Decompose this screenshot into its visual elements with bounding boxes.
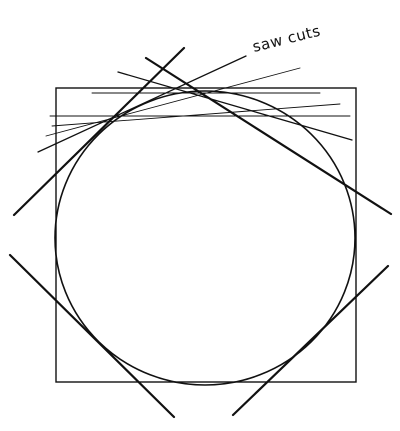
saw-cut-line <box>231 264 390 417</box>
saw-cut-line <box>8 253 176 419</box>
saw-cuts-label: saw cuts <box>251 22 323 56</box>
saw-cut-line <box>37 55 247 153</box>
square-outline <box>55 87 357 383</box>
saw-cut-line <box>144 56 393 216</box>
saw-cut-line <box>117 71 353 141</box>
saw-cut-line <box>45 67 301 137</box>
inscribed-circle <box>54 90 356 386</box>
saw-cut-line <box>12 46 186 217</box>
saw-cut-lines <box>8 46 393 419</box>
saw-cut-line <box>51 103 341 127</box>
